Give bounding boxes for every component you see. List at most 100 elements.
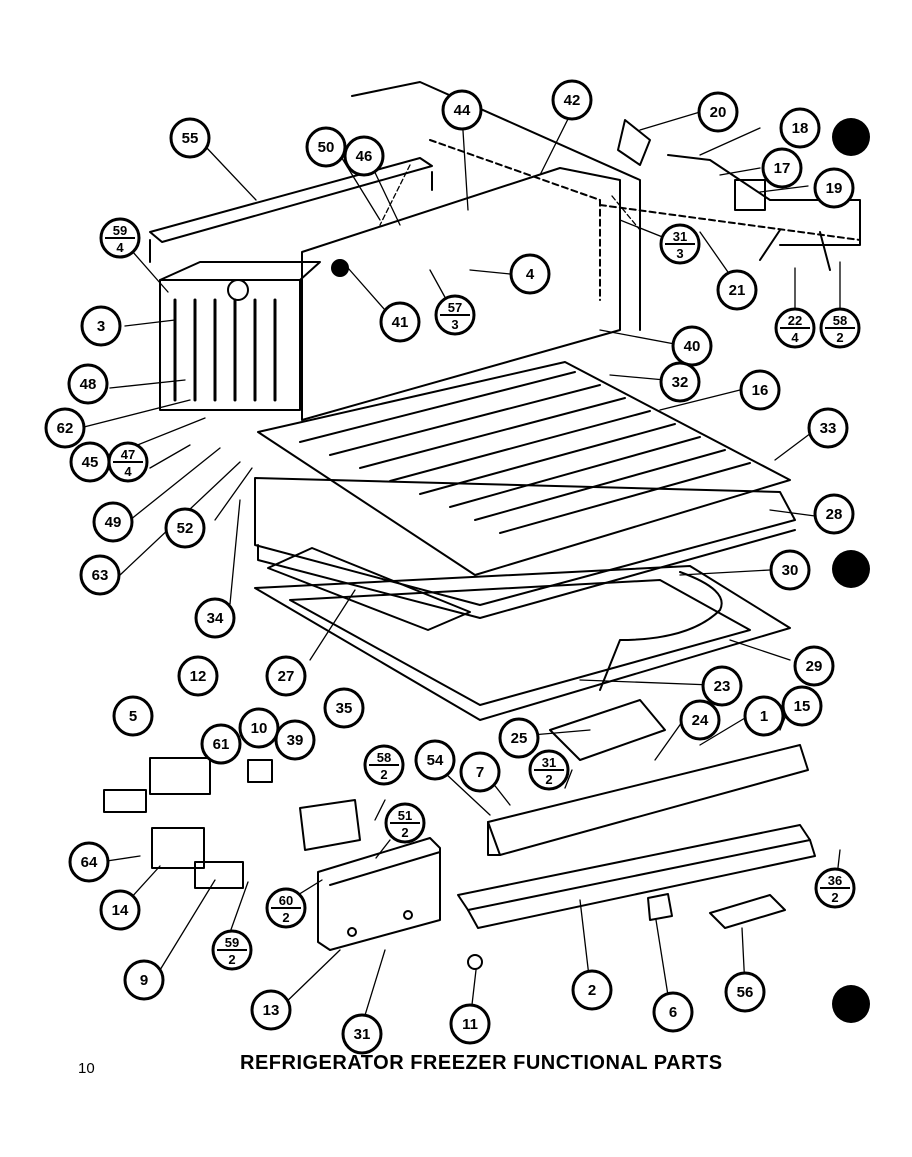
callout-label: 30: [782, 562, 799, 579]
callout-56: 56: [724, 971, 766, 1013]
callout-label: 64: [81, 854, 98, 871]
callout-label: 10: [251, 720, 268, 737]
callout-label: 41: [392, 314, 409, 331]
callout-bottom-label: 2: [282, 910, 289, 925]
pad-part: [267, 547, 471, 631]
callout-label: 20: [710, 104, 727, 121]
callout-circle: [743, 695, 785, 737]
callout-label: 39: [287, 732, 304, 749]
callout-circle: [274, 719, 316, 761]
callout-circle: [793, 645, 835, 687]
callout-label: 46: [356, 148, 373, 165]
callout-circle: [716, 269, 758, 311]
callout-label: 49: [105, 514, 122, 531]
callout-circle: [761, 147, 803, 189]
callout-circle: [724, 971, 766, 1013]
callout-circle: [781, 685, 823, 727]
callout-top-label: 57: [448, 300, 462, 315]
page-number: 10: [78, 1060, 95, 1077]
callout-bottom-label: 4: [116, 240, 124, 255]
callout-circle: [671, 325, 713, 367]
callout-18: 18: [779, 107, 821, 149]
callout-circle: [697, 91, 739, 133]
callout-label: 24: [692, 712, 709, 729]
callout-31: 31: [341, 1013, 383, 1055]
callout-circle: [414, 739, 456, 781]
callout-22-4: 224: [774, 307, 816, 349]
callout-label: 14: [112, 902, 129, 919]
registration-dot-bottom: [832, 985, 870, 1023]
callout-circle: [164, 507, 206, 549]
callout-16: 16: [739, 369, 781, 411]
callout-circle: [341, 1013, 383, 1055]
callout-54: 54: [414, 739, 456, 781]
callout-top-label: 22: [788, 313, 802, 328]
control-housing-part: [549, 699, 666, 761]
callout-circle: [679, 699, 721, 741]
callout-13: 13: [250, 989, 292, 1031]
callout-31-3: 313: [659, 223, 701, 265]
callout-3: 3: [80, 305, 122, 347]
callout-19: 19: [813, 167, 855, 209]
callout-label: 3: [97, 318, 105, 335]
callout-6: 6: [652, 991, 694, 1033]
callout-circle: [112, 695, 154, 737]
callout-circle: [498, 717, 540, 759]
callout-17: 17: [761, 147, 803, 189]
callout-bottom-label: 2: [836, 330, 843, 345]
callout-label: 15: [794, 698, 811, 715]
callout-top-label: 58: [377, 750, 391, 765]
callout-10: 10: [238, 707, 280, 749]
callout-circle: [123, 959, 165, 1001]
callout-circle: [813, 167, 855, 209]
callout-label: 4: [526, 266, 535, 283]
callout-39: 39: [274, 719, 316, 761]
callout-circle: [659, 361, 701, 403]
callout-top-label: 58: [833, 313, 847, 328]
callout-label: 7: [476, 764, 484, 781]
trim-strip-part: [487, 744, 809, 856]
callout-21: 21: [716, 269, 758, 311]
callout-circle: [99, 889, 141, 931]
callout-circle: [80, 305, 122, 347]
callout-30: 30: [769, 549, 811, 591]
relay-part: [149, 757, 211, 795]
callout-label: 23: [714, 678, 731, 695]
callout-24: 24: [679, 699, 721, 741]
callout-circle: [459, 751, 501, 793]
callout-circle: [701, 665, 743, 707]
callout-52: 52: [164, 507, 206, 549]
callout-34: 34: [194, 597, 236, 639]
frame-part: [254, 565, 791, 721]
callout-label: 34: [207, 610, 224, 627]
callout-top-label: 36: [828, 873, 842, 888]
callout-label: 12: [190, 668, 207, 685]
callout-64: 64: [68, 841, 110, 883]
freezer-floor-part: [257, 361, 791, 576]
callout-15: 15: [781, 685, 823, 727]
callout-circle: [67, 363, 109, 405]
callout-top-label: 59: [225, 935, 239, 950]
callout-label: 29: [806, 658, 823, 675]
callout-51-2: 512: [384, 802, 426, 844]
callout-label: 27: [278, 668, 295, 685]
callout-bottom-label: 2: [831, 890, 838, 905]
callout-bottom-label: 3: [676, 246, 683, 261]
callout-circle: [194, 597, 236, 639]
callout-label: 28: [826, 506, 843, 523]
callout-1: 1: [743, 695, 785, 737]
callout-circle: [68, 841, 110, 883]
fan-blade-part: [617, 119, 651, 166]
terminal-block-part: [151, 827, 205, 869]
callout-bottom-label: 4: [124, 464, 132, 479]
callout-circle: [238, 707, 280, 749]
callout-label: 52: [177, 520, 194, 537]
callout-11: 11: [449, 1003, 491, 1045]
evaporator-part: [159, 279, 301, 411]
callout-top-label: 51: [398, 808, 412, 823]
callout-top-label: 60: [279, 893, 293, 908]
callout-28: 28: [813, 493, 855, 535]
callout-label: 54: [427, 752, 444, 769]
